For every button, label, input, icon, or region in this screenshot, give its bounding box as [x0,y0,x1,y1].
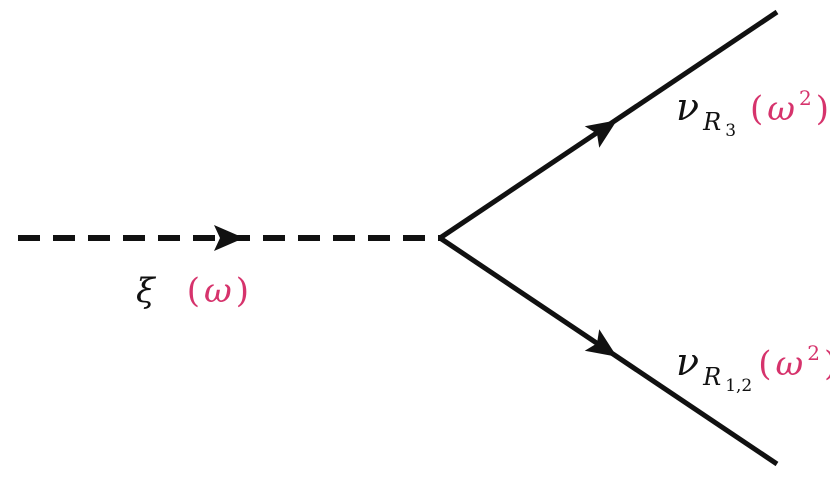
outgoing-top-sub-index: 3 [725,121,736,141]
incoming-label: ξ ( ω ) [136,271,249,311]
incoming-arrow-icon [214,225,244,251]
outgoing-bottom-charge-power: 2 [807,341,820,365]
outgoing-bottom-label: ν R 1,2 ( ω 2 ) [676,340,830,396]
incoming-charge-symbol: ω [204,271,232,311]
outgoing-bottom-sub-main: R [702,363,721,391]
outgoing-top-charge-close: ) [816,89,829,129]
outgoing-bottom-sub-index: 1,2 [725,376,752,396]
outgoing-top-charge-open: ( [750,89,763,129]
outgoing-top-particle: ν [676,85,699,129]
outgoing-top-charge-power: 2 [799,86,812,110]
outgoing-top-label: ν R 3 ( ω 2 ) [676,85,829,141]
incoming-charge-close: ) [236,271,249,311]
incoming-charge-open: ( [187,271,200,311]
incoming-particle: ξ [136,271,157,311]
outgoing-bottom-charge-open: ( [758,344,771,384]
outgoing-bottom-charge-close: ) [824,344,830,384]
outgoing-top-sub-main: R [702,108,721,136]
outgoing-bottom-charge-symbol: ω [776,344,804,384]
outgoing-bottom-arrow-icon [584,329,617,357]
outgoing-top-charge-symbol: ω [767,89,795,129]
outgoing-top-arrow-icon [584,120,617,148]
outgoing-bottom-particle: ν [676,340,699,384]
